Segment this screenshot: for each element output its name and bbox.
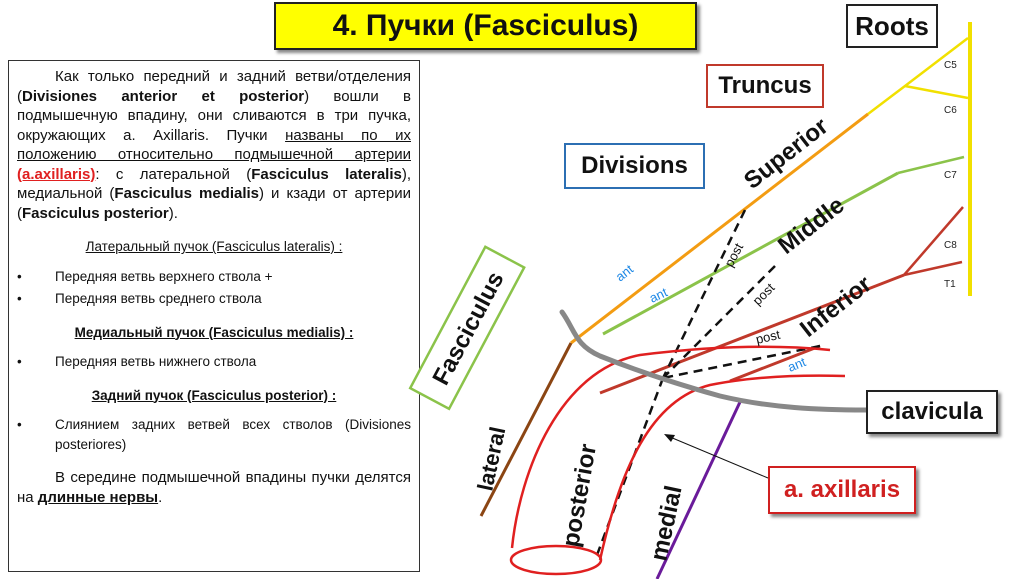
list-item: • Передняя ветвь среднего ствола <box>17 289 411 309</box>
bullet-dot: • <box>17 417 22 432</box>
artery-cross-section <box>509 544 603 576</box>
lateral-heading: Латеральный пучок (Fasciculus lateralis)… <box>85 239 343 254</box>
post-division-inferior <box>662 344 821 380</box>
fasciculus-box: Fasciculus <box>408 245 526 411</box>
text-run: ) и кзади от артерии ( <box>17 185 411 222</box>
middle-trunk <box>602 171 899 336</box>
post-label-inferior: post <box>754 327 782 347</box>
bullet-dot: • <box>17 268 22 284</box>
bullet-dot: • <box>17 354 22 369</box>
list-item: • Слиянием задних ветвей всех стволов (Di… <box>17 415 411 454</box>
lateral-label: lateral <box>472 424 510 493</box>
text-run: ) вошли в подмышечную впадину, они слива… <box>17 87 411 144</box>
list-item-text: Слиянием задних ветвей всех стволов (Div… <box>55 417 411 452</box>
divisions-box: Divisions <box>564 143 705 189</box>
intro-paragraph: Как только передний и задний ветви/отдел… <box>17 67 411 223</box>
ant-label-inferior: ant <box>786 354 809 375</box>
clavicle-shape <box>559 309 869 413</box>
root-c6 <box>904 84 969 100</box>
inferior-trunk-post <box>729 344 821 383</box>
medial-label: medial <box>645 483 687 563</box>
list-item: • Передняя ветвь нижнего ствола <box>17 352 411 372</box>
text-run: ), медиальной ( <box>17 165 412 203</box>
text-bold: Fasciculus lateralis <box>251 165 402 183</box>
root-label-c6: C6 <box>944 105 957 116</box>
list-item-text: Передняя ветвь среднего ствола <box>55 291 262 306</box>
text-bold: Divisiones anterior et posterior <box>22 87 305 105</box>
text-underlined: названы по их положению относительно под… <box>17 126 411 164</box>
ant-label-middle: ant <box>647 284 670 305</box>
text-bold: Fasciculus posterior <box>22 204 169 222</box>
post-label-superior: post <box>721 240 746 269</box>
medial-heading: Медиальный пучок (Fasciculus medialis) : <box>74 324 354 340</box>
list-item-text: Передняя ветвь нижнего ствола <box>55 354 257 369</box>
root-label-c7: C7 <box>944 170 957 181</box>
list-item-text: Передняя ветвь верхнего ствола + <box>55 268 273 284</box>
root-c8 <box>903 206 964 276</box>
root-label-t1: T1 <box>944 279 956 290</box>
roots-box: Roots <box>846 4 938 48</box>
text-run: В середине подмышечной впадины пучки дел… <box>17 469 411 506</box>
bullet-dot: • <box>17 291 22 306</box>
axillaris-box: a. axillaris <box>768 466 916 514</box>
posterior-heading: Задний пучок (Fasciculus posterior) : <box>91 387 337 403</box>
superior-label: Superior <box>739 113 833 195</box>
lateral-cord <box>479 342 573 517</box>
text-bold: Fasciculus medialis <box>114 185 260 202</box>
clavicula-box: clavicula <box>866 390 998 434</box>
artery-upper-wall <box>510 345 831 549</box>
middle-label: Middle <box>773 192 850 260</box>
arrow-head-icon <box>664 434 675 442</box>
root-label-c5: C5 <box>944 60 957 71</box>
fasciculus-box-frame <box>408 245 526 411</box>
truncus-box: Truncus <box>706 64 824 108</box>
ant-label-superior: ant <box>613 261 637 284</box>
final-paragraph: В середине подмышечной впадины пучки дел… <box>17 468 411 507</box>
root-label-c8: C8 <box>944 240 957 251</box>
text-panel: Как только передний и задний ветви/отдел… <box>8 60 420 572</box>
root-c7 <box>897 155 965 175</box>
text-run: : с латеральной ( <box>95 165 252 183</box>
axillaris-arrow <box>669 436 769 479</box>
slide-title: 4. Пучки (Fasciculus) <box>274 2 697 50</box>
long-nerves-term: длинные нервы <box>37 488 159 506</box>
text-run: . <box>158 488 163 506</box>
medial-cord <box>655 401 742 579</box>
inferior-label: Inferior <box>795 271 877 343</box>
root-t1 <box>903 260 963 277</box>
post-label-middle: post <box>750 280 778 308</box>
superior-trunk <box>570 112 869 345</box>
post-division-middle <box>662 265 776 379</box>
text-run: ). <box>168 204 178 222</box>
axillaris-highlight: (a.axillaris) <box>17 165 96 183</box>
text-run: Как только передний и задний ветви/отдел… <box>17 68 411 105</box>
list-item: • Передняя ветвь верхнего ствола + <box>17 267 411 287</box>
posterior-label: posterior <box>557 442 602 549</box>
root-c5 <box>867 37 969 115</box>
